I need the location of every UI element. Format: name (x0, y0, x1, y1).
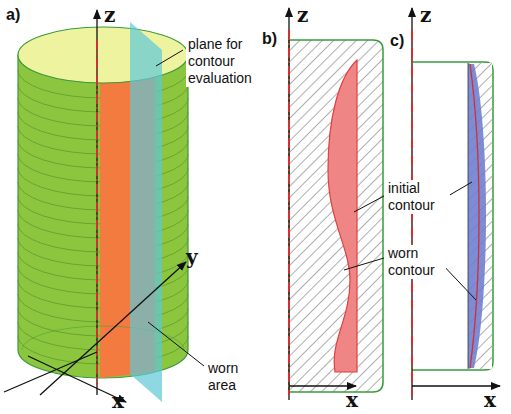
panel-letter: b) (262, 30, 277, 48)
axis-label: z (104, 4, 115, 26)
axis-label: x (484, 389, 496, 411)
axis-label: x (112, 390, 124, 412)
panel-letter: a) (6, 6, 20, 24)
axes-a (4, 10, 186, 402)
axis-label: x (346, 389, 358, 411)
section-b (289, 8, 383, 400)
axis-label: z (297, 4, 308, 26)
plane-label: plane for contour evaluation (186, 36, 266, 87)
contour-label: initial contour (386, 180, 450, 214)
axis-label: z (420, 4, 431, 26)
area-label: worn area (206, 360, 258, 394)
cylinder (18, 22, 188, 402)
contour-label: worn contour (386, 245, 446, 279)
panel-letter: c) (390, 32, 404, 50)
evaluation-plane (130, 22, 162, 402)
leader-lines-a (148, 50, 204, 366)
axis-label: y (186, 246, 198, 268)
